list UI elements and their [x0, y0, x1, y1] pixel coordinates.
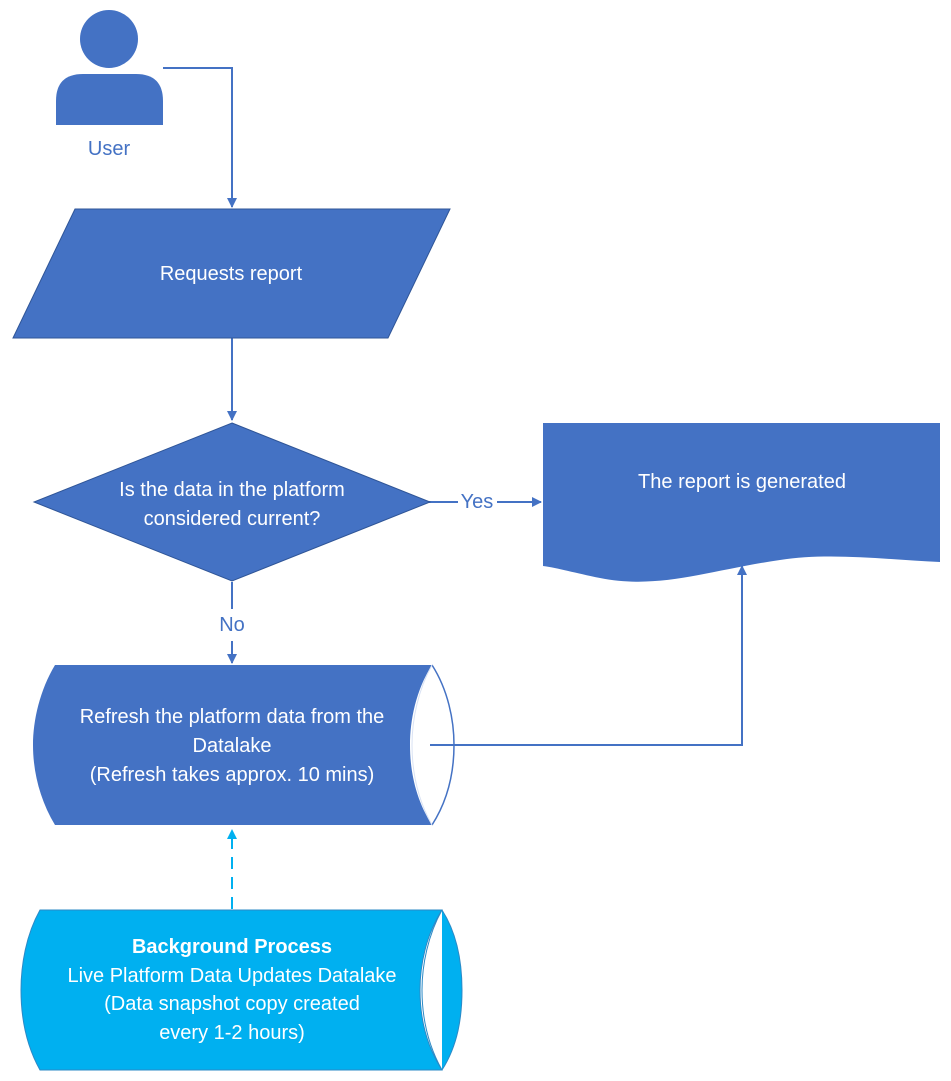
report-generated-label: The report is generated: [638, 471, 846, 493]
requests-report-label: Requests report: [160, 263, 303, 285]
yes-edge-label: Yes: [461, 491, 494, 513]
background-process-line-3: every 1-2 hours): [159, 1022, 305, 1044]
person-icon: [56, 10, 163, 125]
background-process-line-2: (Data snapshot copy created: [104, 993, 360, 1015]
refresh-line-2: Datalake: [193, 735, 272, 757]
refresh-line-3: (Refresh takes approx. 10 mins): [90, 764, 375, 786]
user-label: User: [88, 138, 131, 160]
connector-refresh-to-report: [430, 565, 747, 746]
no-edge-label: No: [219, 614, 245, 636]
decision-line-2: considered current?: [144, 508, 321, 530]
background-process-step: Background Process Live Platform Data Up…: [20, 909, 463, 1071]
refresh-line-1: Refresh the platform data from the: [80, 706, 385, 728]
background-process-line-1: Live Platform Data Updates Datalake: [67, 965, 396, 987]
data-current-decision: Is the data in the platform considered c…: [32, 422, 432, 582]
requests-report-input: Requests report: [12, 208, 451, 339]
connector-user-to-request: [163, 67, 237, 208]
decision-line-1: Is the data in the platform: [119, 479, 345, 501]
background-process-title: Background Process: [132, 936, 332, 958]
refresh-platform-data-step: Refresh the platform data from the Datal…: [33, 664, 455, 826]
report-generated-document: The report is generated: [543, 423, 940, 582]
